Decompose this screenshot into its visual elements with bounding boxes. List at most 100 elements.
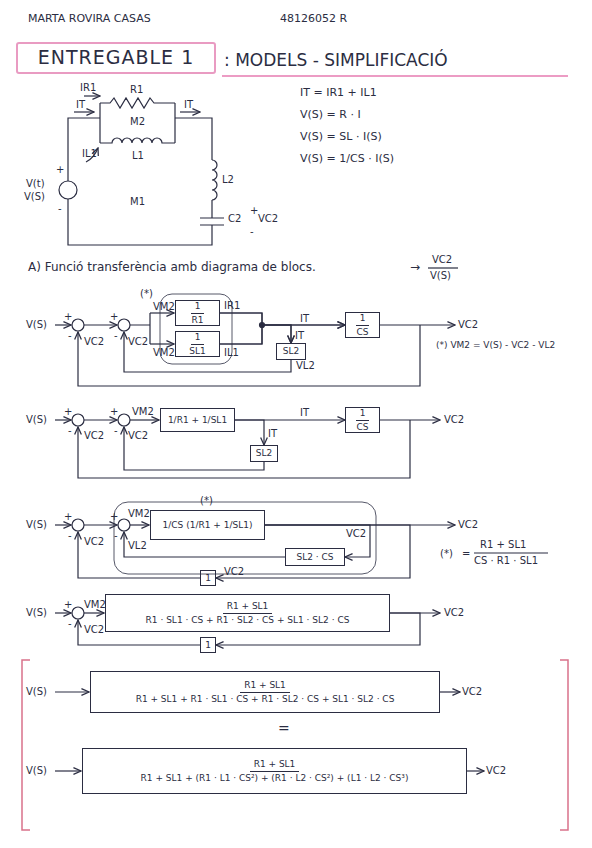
signal-wire — [55, 612, 71, 613]
transfer-block: SL2 · CS — [285, 548, 345, 566]
text-label: IR1 — [80, 82, 96, 94]
text-label: VL2 — [296, 360, 315, 372]
block-text: CS — [353, 421, 373, 432]
text-label: VC2 — [458, 319, 478, 331]
block-text: R1 + SL1 — [223, 601, 273, 613]
text-label: V(S) — [26, 686, 47, 698]
text-label: VC2 — [128, 336, 148, 348]
current-arrow — [180, 111, 200, 112]
transfer-block: R1 + SL1R1 · SL1 · CS + R1 · SL2 · CS + … — [105, 594, 390, 632]
text-label: = — [462, 548, 470, 560]
text-label: + — [56, 164, 64, 176]
text-label: V(t) — [26, 178, 45, 190]
block-text: 1 — [356, 313, 370, 325]
summing-junction — [72, 519, 84, 531]
block-text: SL1 — [185, 345, 209, 356]
transfer-block: 1SL1 — [175, 331, 220, 357]
signal-label: IT — [300, 407, 309, 419]
feedback-wire — [124, 532, 285, 557]
signal-wire — [55, 770, 81, 771]
transfer-block: 1CS — [345, 407, 380, 433]
signal-label: VC2 — [224, 566, 244, 578]
text-label: (*) — [440, 548, 453, 560]
transfer-block: R1 + SL1R1 + SL1 + R1 · SL1 · CS + R1 · … — [90, 671, 440, 713]
fraction-bar — [428, 267, 458, 268]
text-label: M1 — [130, 196, 145, 208]
text-label: 48126052 R — [280, 12, 347, 25]
signal-wire — [84, 524, 117, 525]
text-label: V(S) = R · I — [300, 108, 361, 121]
signal-connector — [220, 313, 291, 343]
block-text: 1/CS (1/R1 + 1/SL1) — [163, 520, 253, 530]
group-outline — [114, 502, 376, 574]
text-label: VC2 — [84, 624, 104, 636]
title-box: ENTREGABLE 1 — [16, 42, 216, 74]
text-label: VC2 — [84, 536, 104, 548]
signal-wire — [55, 524, 71, 525]
block-text: R1 — [188, 314, 208, 325]
text-label: R1 — [130, 84, 143, 96]
block-text: R1 + SL1 — [240, 680, 290, 692]
title-underline — [222, 75, 568, 77]
inductor-symbol — [212, 160, 217, 200]
text-label: → — [410, 260, 420, 274]
transfer-block: 1 — [200, 637, 216, 653]
circuit — [59, 96, 224, 245]
signal-wire — [130, 419, 159, 420]
text-label: M2 — [130, 116, 145, 128]
signal-wire — [440, 691, 460, 692]
text-label: : MODELS - SIMPLIFICACIÓ — [224, 50, 448, 70]
transfer-block: SL2 — [276, 343, 306, 360]
text-label: IT — [300, 313, 309, 325]
text-label: R1 + SL1 — [480, 539, 526, 551]
signal-wire — [84, 612, 104, 613]
signal-wire — [150, 312, 174, 313]
text-label: (*) VM2 = V(S) - VC2 - VL2 — [436, 340, 555, 351]
block-text: ENTREGABLE 1 — [38, 47, 195, 69]
text-label: - — [114, 530, 118, 542]
signal-wire — [55, 691, 89, 692]
signal-label: IL1 — [224, 347, 239, 359]
text-label: (*) — [200, 495, 213, 507]
text-label: VC2 — [462, 686, 482, 698]
text-label: C2 — [228, 213, 241, 225]
text-label: (*) — [140, 288, 153, 300]
circuit-wire — [68, 103, 224, 245]
text-label: VL2 — [128, 540, 147, 552]
text-label: V(S) — [26, 519, 47, 531]
text-label: + — [64, 406, 72, 418]
signal-wire — [55, 419, 71, 420]
text-label: + — [64, 311, 72, 323]
text-label: VC2 — [458, 519, 478, 531]
text-label: VC2 — [432, 254, 452, 266]
feedback-wire — [78, 420, 410, 478]
summing-junction — [118, 519, 130, 531]
text-label: = — [278, 720, 290, 737]
signal-wire — [150, 343, 174, 344]
transfer-block: 1 — [200, 570, 216, 586]
text-label: V(S) — [24, 191, 45, 203]
signal-label: IT — [268, 428, 277, 440]
text-label: - — [250, 226, 254, 238]
signal-label: VC2 — [346, 528, 366, 540]
text-label: V(S) — [26, 607, 47, 619]
text-label: IT — [295, 330, 304, 342]
text-label: + — [110, 511, 118, 523]
result-bracket — [22, 660, 568, 830]
summing-junction — [72, 414, 84, 426]
text-label: - — [68, 618, 72, 630]
block-text: SL2 · CS — [296, 552, 333, 562]
resistor-symbol — [100, 98, 175, 108]
signal-connector — [235, 420, 264, 445]
text-label: IL1 — [82, 148, 97, 160]
block-text: 1 — [205, 573, 211, 583]
text-label: VM2 — [153, 301, 175, 313]
current-arrow — [74, 111, 94, 112]
signal-wire — [84, 419, 117, 420]
text-label: A) Funció transferència amb diagrama de … — [28, 260, 316, 274]
feedback-wire — [78, 532, 200, 578]
transfer-block: 1CS — [345, 312, 380, 338]
text-label: V(S) = 1/CS · I(S) — [300, 152, 394, 165]
summing-junction — [72, 319, 84, 331]
